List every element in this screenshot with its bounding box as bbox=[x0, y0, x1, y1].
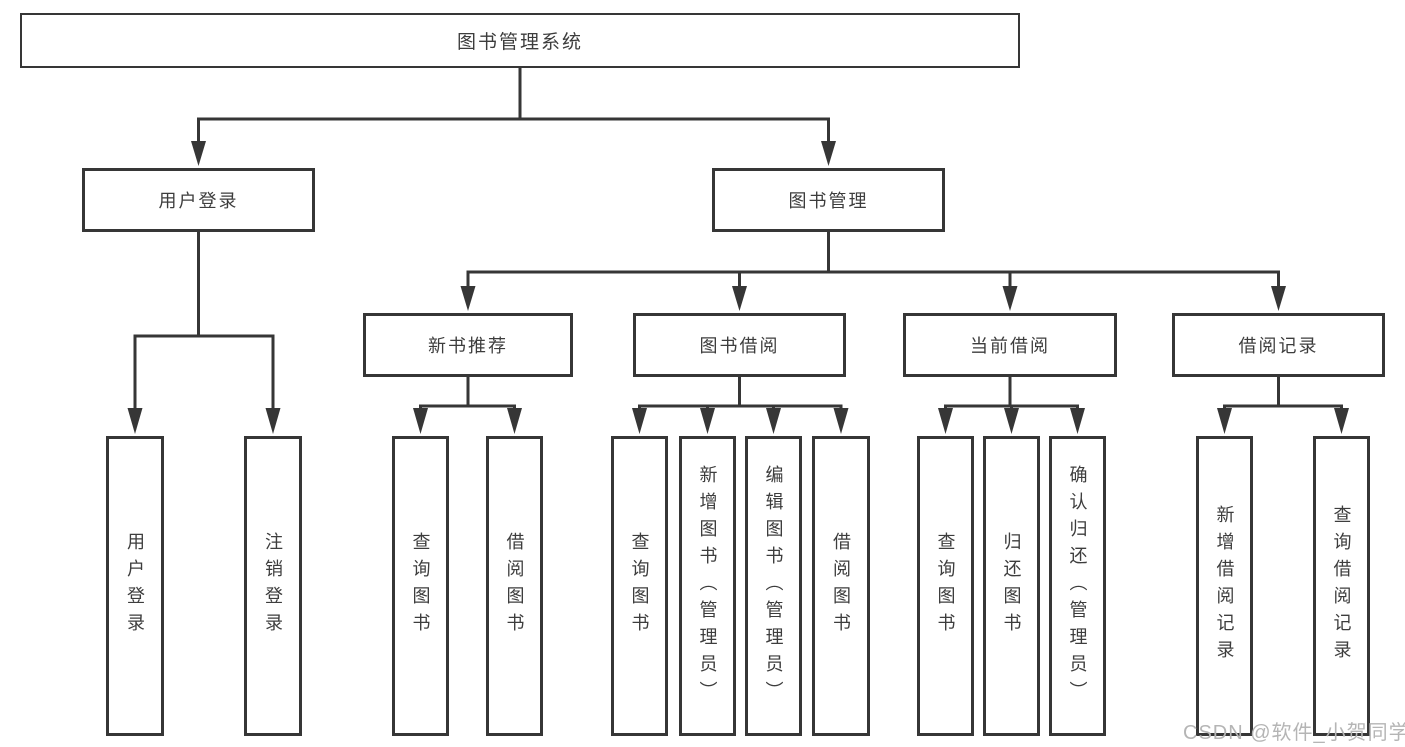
leaf-query-books-recommend: 查询图书 bbox=[392, 436, 449, 736]
leaf-label: 确认归还（管理员） bbox=[1067, 464, 1088, 708]
leaf-borrow-books: 借阅图书 bbox=[812, 436, 870, 736]
leaf-borrow-books-recommend: 借阅图书 bbox=[486, 436, 543, 736]
node-library-system: 图书管理系统 bbox=[20, 13, 1020, 68]
leaf-logout: 注销登录 bbox=[244, 436, 302, 736]
leaf-label: 查询借阅记录 bbox=[1331, 505, 1352, 667]
leaf-query-books-current: 查询图书 bbox=[917, 436, 974, 736]
node-borrow-records: 借阅记录 bbox=[1172, 313, 1385, 377]
leaf-query-borrow-record: 查询借阅记录 bbox=[1313, 436, 1370, 736]
leaf-label: 新增图书（管理员） bbox=[697, 464, 718, 708]
node-user-login: 用户登录 bbox=[82, 168, 315, 232]
watermark: CSDN @软件_小贺同学 bbox=[1183, 722, 1405, 744]
leaf-label: 借阅图书 bbox=[831, 532, 851, 640]
leaf-user-login: 用户登录 bbox=[106, 436, 164, 736]
leaf-query-books-borrow: 查询图书 bbox=[611, 436, 668, 736]
node-book-borrow: 图书借阅 bbox=[633, 313, 846, 377]
leaf-add-books-admin: 新增图书（管理员） bbox=[679, 436, 736, 736]
leaf-label: 查询图书 bbox=[410, 532, 431, 640]
node-current-borrow: 当前借阅 bbox=[903, 313, 1117, 377]
leaf-edit-books-admin: 编辑图书（管理员） bbox=[745, 436, 802, 736]
leaf-label: 查询图书 bbox=[629, 532, 650, 640]
node-book-management: 图书管理 bbox=[712, 168, 945, 232]
leaf-label: 归还图书 bbox=[1001, 532, 1022, 640]
leaf-label: 用户登录 bbox=[125, 532, 145, 640]
leaf-label: 编辑图书（管理员） bbox=[763, 464, 784, 708]
leaf-label: 新增借阅记录 bbox=[1214, 505, 1235, 667]
leaf-label: 借阅图书 bbox=[504, 532, 525, 640]
leaf-confirm-return-admin: 确认归还（管理员） bbox=[1049, 436, 1106, 736]
arrowhead-icons bbox=[127, 141, 1349, 434]
node-new-book-recommend: 新书推荐 bbox=[363, 313, 573, 377]
connector-strokes bbox=[133, 66, 1343, 411]
leaf-return-books: 归还图书 bbox=[983, 436, 1040, 736]
leaf-add-borrow-record: 新增借阅记录 bbox=[1196, 436, 1253, 736]
leaf-label: 注销登录 bbox=[263, 532, 283, 640]
leaf-label: 查询图书 bbox=[935, 532, 956, 640]
